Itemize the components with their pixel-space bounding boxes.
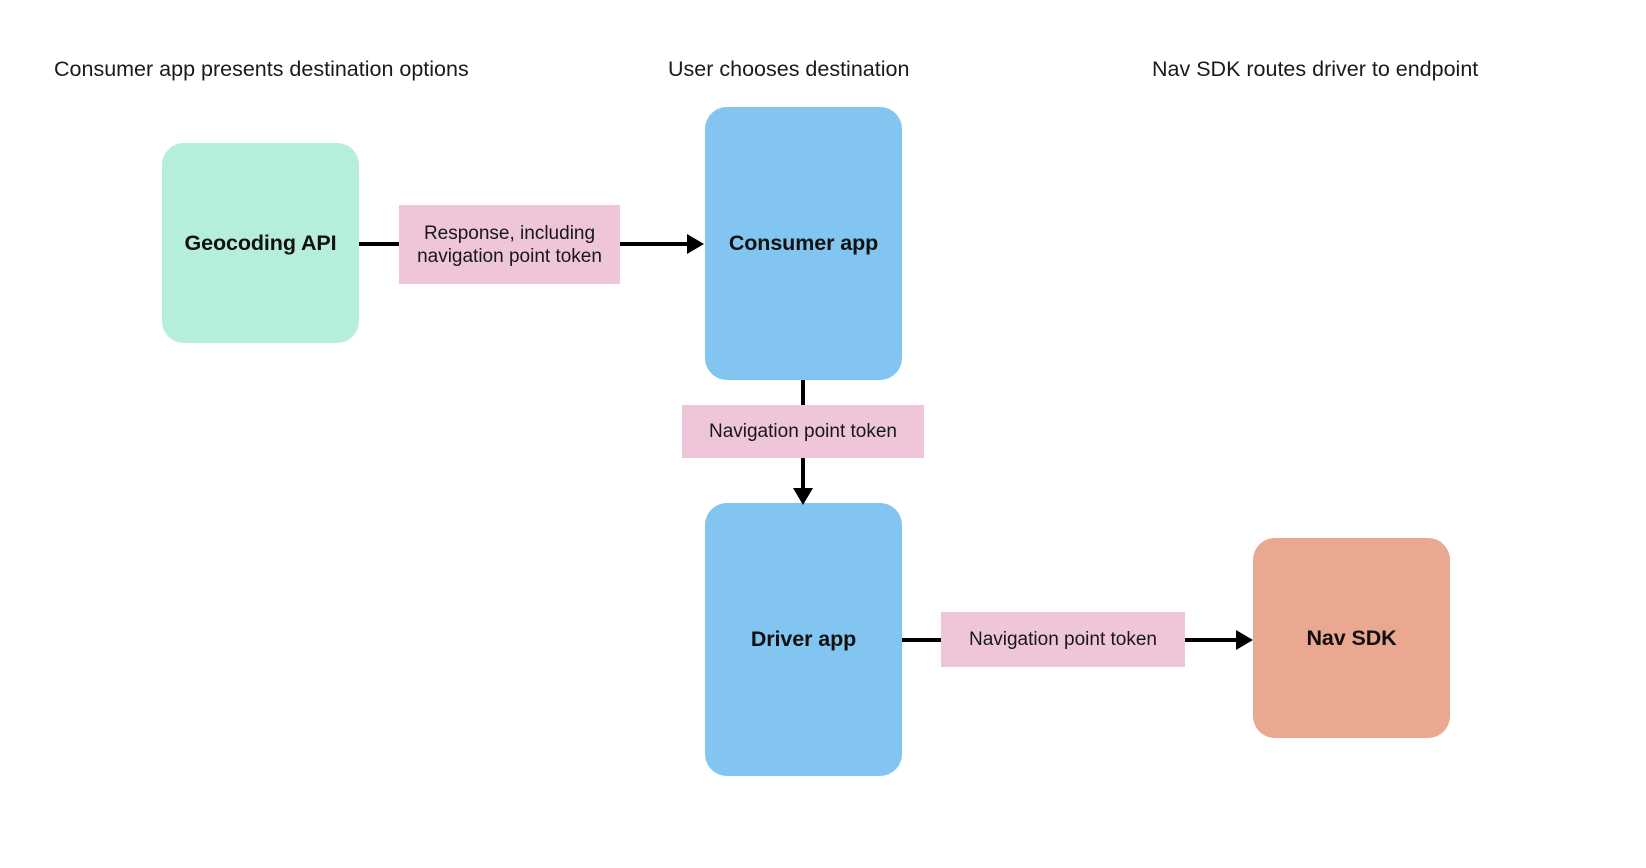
edge-label-nav-token-right[interactable]: Navigation point token [941, 612, 1185, 667]
node-consumer-app[interactable]: Consumer app [705, 107, 902, 380]
connector-driver-app-to-label [902, 638, 943, 642]
node-label-consumer-app: Consumer app [728, 231, 879, 255]
node-driver-app[interactable]: Driver app [705, 503, 902, 776]
column-heading-nav-routes: Nav SDK routes driver to endpoint [1152, 57, 1479, 81]
edge-label-text-nav-token-right: Navigation point token [968, 629, 1157, 650]
node-geocoding-api[interactable]: Geocoding API [162, 143, 359, 343]
arrowhead-down-icon-driver-app [793, 488, 813, 505]
connector-label-to-consumer-app [620, 242, 688, 246]
column-heading-consumer-options: Consumer app presents destination option… [54, 57, 469, 81]
edge-label-response-token[interactable]: Response, including navigation point tok… [399, 205, 620, 284]
arrowhead-right-icon-nav-sdk [1236, 630, 1253, 650]
connector-geocoding-to-label [359, 242, 401, 246]
node-label-nav-sdk: Nav SDK [1306, 625, 1397, 650]
edge-label-text-nav-token-mid: Navigation point token [708, 421, 897, 442]
node-label-driver-app: Driver app [750, 627, 857, 651]
arrowhead-right-icon-consumer-app [687, 234, 704, 254]
node-nav-sdk[interactable]: Nav SDK [1253, 538, 1450, 738]
edge-label-text-response-token: Response, including navigation point tok… [417, 222, 602, 267]
column-heading-user-chooses: User chooses destination [668, 57, 910, 81]
edge-label-nav-token-mid[interactable]: Navigation point token [682, 405, 924, 458]
connector-label-to-driver-app [801, 456, 805, 490]
connector-label-to-nav-sdk [1185, 638, 1237, 642]
connector-consumer-app-to-label [801, 380, 805, 407]
node-label-geocoding-api: Geocoding API [184, 230, 337, 255]
